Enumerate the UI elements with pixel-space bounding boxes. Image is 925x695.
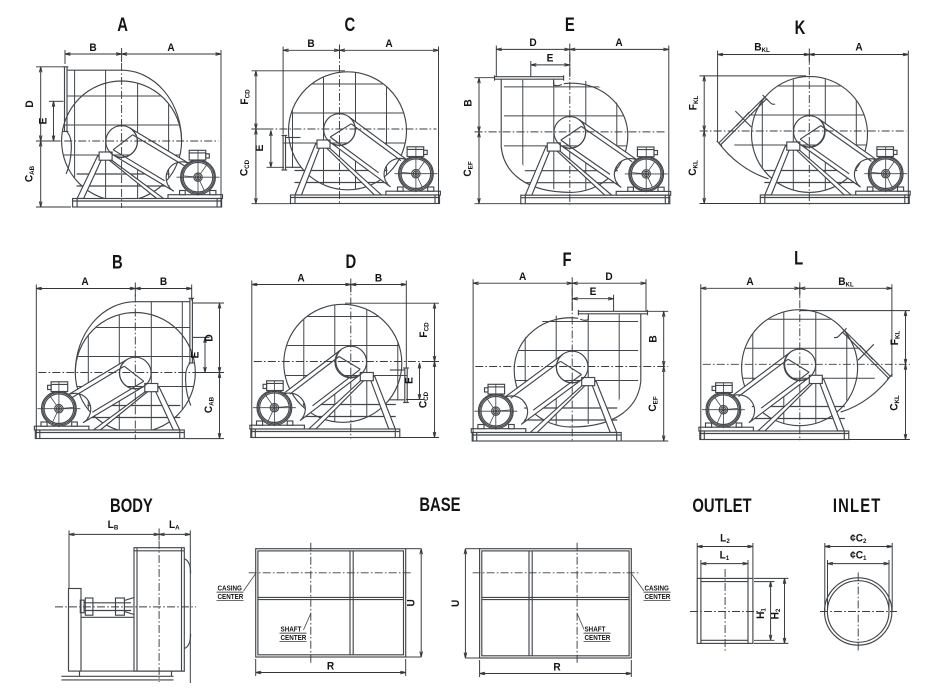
svg-text:D: D (345, 251, 356, 272)
svg-text:D: D (24, 100, 36, 108)
svg-text:A: A (385, 38, 393, 50)
svg-text:E: E (403, 377, 415, 384)
svg-text:A: A (519, 271, 527, 283)
svg-text:B: B (112, 252, 123, 273)
svg-text:H2: H2 (769, 608, 782, 619)
svg-text:LA: LA (169, 519, 180, 532)
svg-text:C: C (344, 14, 355, 35)
svg-text:A: A (746, 276, 754, 288)
svg-text:OUTLET: OUTLET (692, 495, 752, 516)
svg-text:B: B (307, 38, 315, 50)
svg-text:BODY: BODY (110, 495, 153, 516)
svg-text:E: E (590, 286, 597, 298)
svg-text:CENTER: CENTER (645, 594, 671, 601)
svg-text:B: B (462, 99, 474, 107)
svg-text:L1: L1 (720, 549, 730, 562)
svg-text:D: D (203, 334, 215, 342)
svg-text:B: B (647, 335, 659, 343)
svg-text:L: L (794, 248, 803, 269)
svg-text:¢C2: ¢C2 (850, 532, 867, 545)
svg-text:E: E (37, 118, 49, 125)
svg-text:INLET: INLET (833, 495, 882, 516)
svg-text:CENTER: CENTER (281, 635, 307, 642)
svg-text:A: A (615, 37, 623, 49)
svg-text:B: B (160, 276, 168, 288)
svg-text:K: K (795, 17, 806, 38)
svg-text:¢C1: ¢C1 (850, 549, 867, 562)
svg-text:D: D (605, 271, 613, 283)
svg-text:SHAFT: SHAFT (585, 626, 606, 633)
svg-text:A: A (81, 276, 89, 288)
svg-text:E: E (565, 14, 575, 35)
svg-text:U: U (450, 600, 462, 607)
svg-text:L2: L2 (720, 532, 730, 545)
svg-text:R: R (327, 660, 335, 672)
svg-text:A: A (117, 14, 128, 35)
svg-text:D: D (529, 37, 537, 49)
svg-text:A: A (855, 41, 863, 53)
svg-text:A: A (167, 42, 175, 54)
svg-text:CASING: CASING (645, 585, 669, 592)
svg-text:CENTER: CENTER (218, 594, 244, 601)
svg-text:A: A (297, 272, 305, 284)
svg-text:E: E (547, 52, 554, 64)
svg-text:BASE: BASE (419, 494, 460, 515)
svg-text:CENTER: CENTER (585, 635, 611, 642)
svg-text:LB: LB (108, 519, 119, 532)
svg-text:B: B (89, 42, 97, 54)
svg-text:U: U (405, 599, 417, 606)
svg-text:CASING: CASING (218, 585, 242, 592)
svg-text:H1: H1 (754, 608, 767, 619)
svg-text:B: B (375, 272, 383, 284)
svg-text:E: E (254, 145, 266, 152)
svg-text:R: R (553, 661, 561, 673)
svg-text:SHAFT: SHAFT (281, 626, 302, 633)
svg-text:F: F (562, 249, 571, 270)
svg-text:E: E (189, 352, 201, 359)
